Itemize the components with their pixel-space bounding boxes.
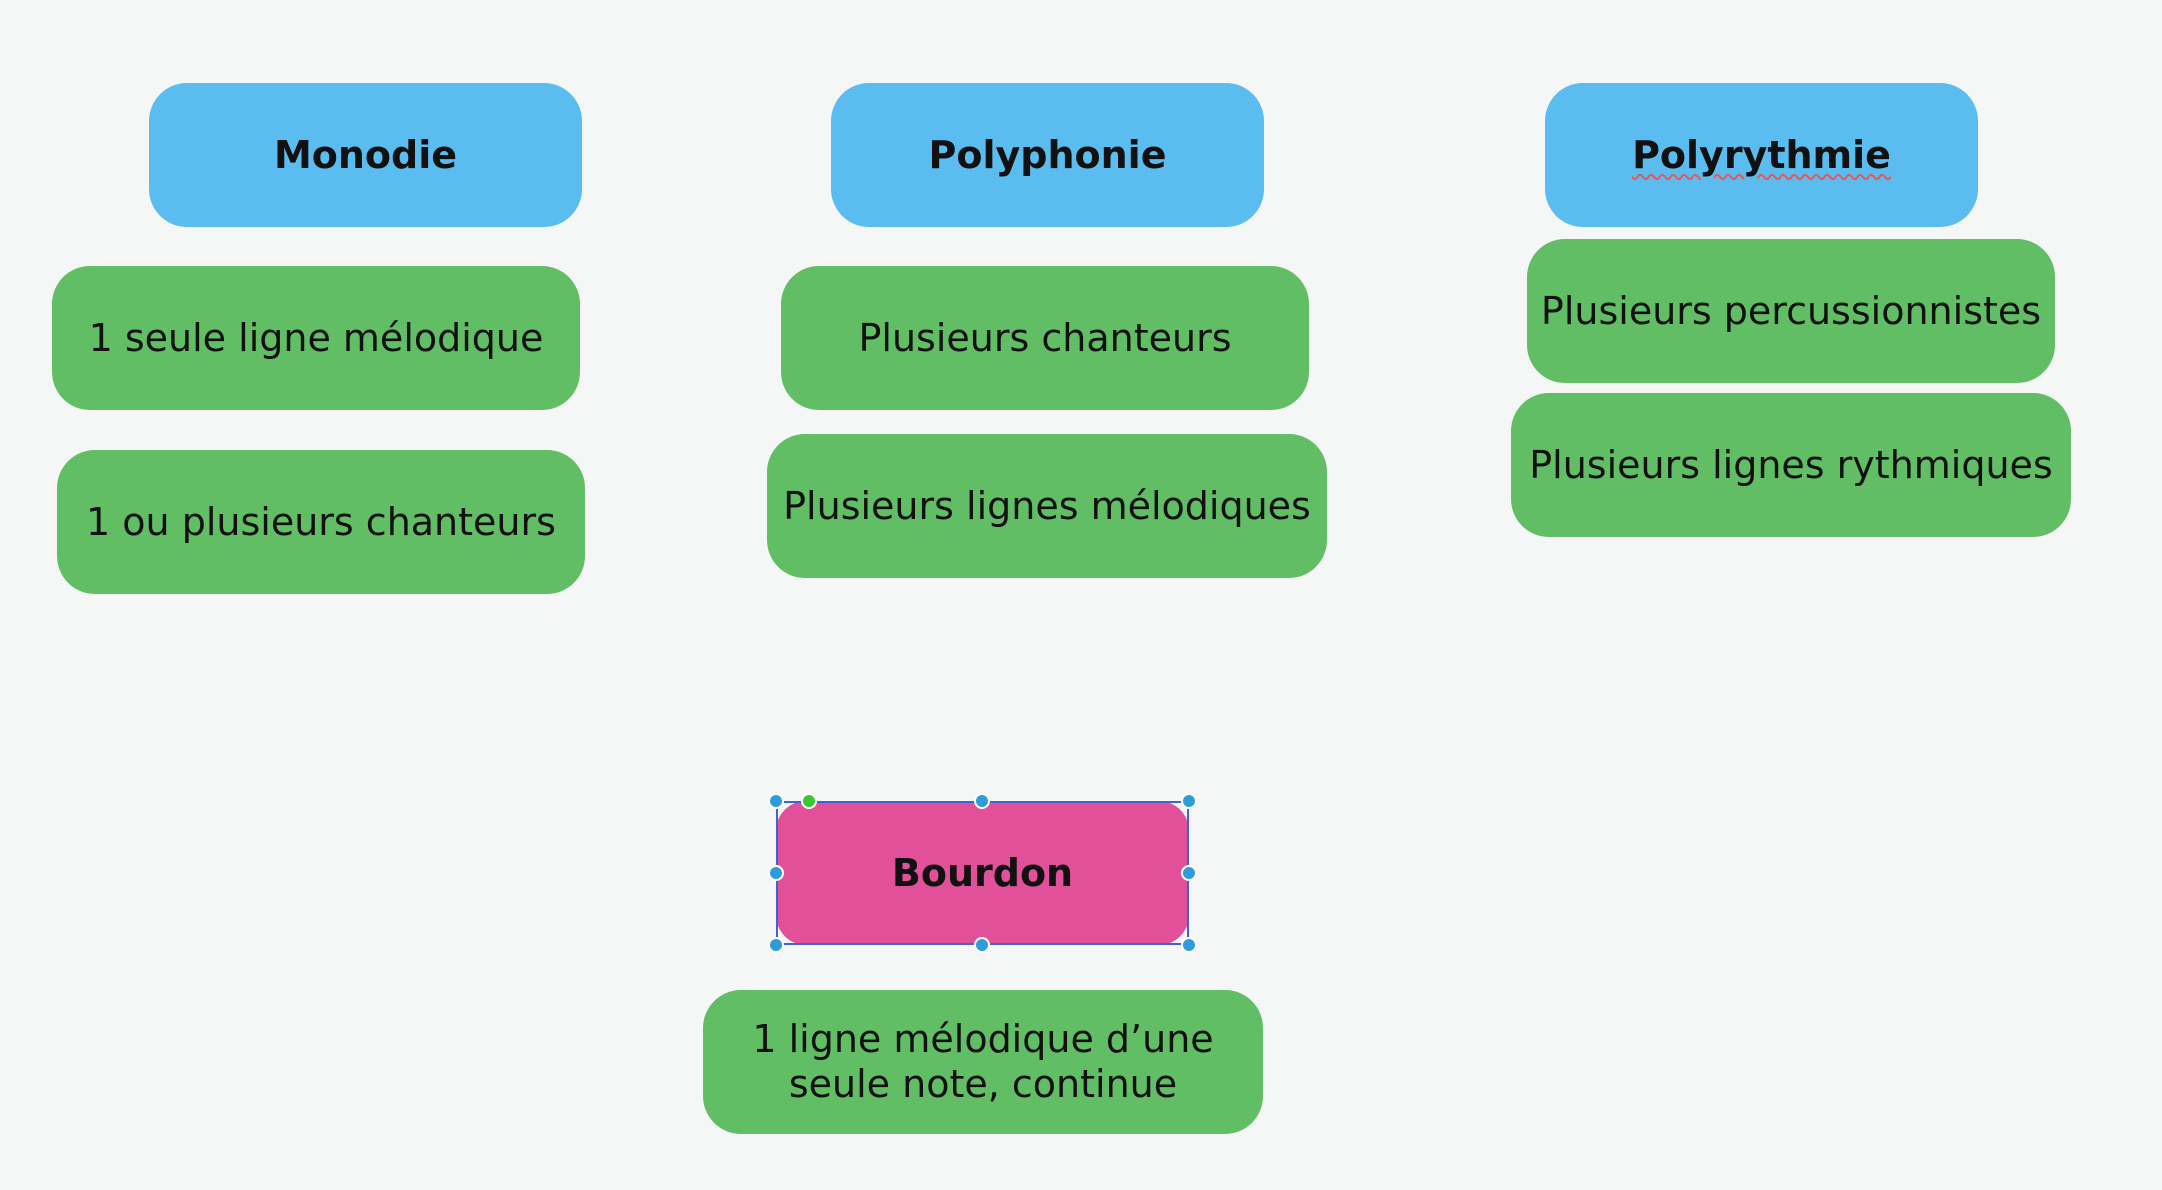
bourdon-description-line-1: 1 ligne mélodique d’une [752,1017,1213,1062]
monodie-item-2: 1 ou plusieurs chanteurs [86,499,556,544]
resize-handle-top-left[interactable] [768,793,784,809]
resize-handle-bottom-left[interactable] [768,937,784,953]
bourdon-title: Bourdon [891,850,1074,895]
resize-handle-bottom[interactable] [974,937,990,953]
resize-handle-bottom-right[interactable] [1181,937,1197,953]
polyphonie-title: Polyphonie [928,132,1167,177]
monodie-title: Monodie [273,132,458,177]
monodie-item-1: 1 seule ligne mélodique [88,315,544,360]
polyrythmie-item-1: Plusieurs percussionnistes [1540,288,2042,333]
bourdon-description-box[interactable]: 1 ligne mélodique d’une seule note, cont… [703,990,1263,1134]
bourdon-description-line-2-text: seule note, continue [788,1062,1178,1106]
polyphonie-item-2-box[interactable]: Plusieurs lignes mélodiques [767,434,1327,578]
monodie-item-2-box[interactable]: 1 ou plusieurs chanteurs [57,450,585,594]
polyrythmie-title: Polyrythmie [1632,132,1891,177]
bourdon-title-box[interactable]: Bourdon [776,801,1189,945]
resize-handle-top-right[interactable] [1181,793,1197,809]
resize-handle-top[interactable] [974,793,990,809]
monodie-item-1-box[interactable]: 1 seule ligne mélodique [52,266,580,410]
polyrythmie-item-2: Plusieurs lignes rythmiques [1529,442,2053,487]
polyrythmie-item-1-box[interactable]: Plusieurs percussionnistes [1527,239,2055,383]
polyphonie-item-1-box[interactable]: Plusieurs chanteurs [781,266,1309,410]
bourdon-description-line-2: seule note, continue [789,1062,1177,1107]
resize-handle-right[interactable] [1181,865,1197,881]
resize-handle-left[interactable] [768,865,784,881]
polyrythmie-item-2-box[interactable]: Plusieurs lignes rythmiques [1511,393,2071,537]
polyphonie-item-2: Plusieurs lignes mélodiques [783,483,1311,528]
rotation-handle[interactable] [801,793,817,809]
polyphonie-title-box[interactable]: Polyphonie [831,83,1264,227]
monodie-title-box[interactable]: Monodie [149,83,582,227]
bourdon-description-line-1-text: 1 ligne mélodique d’une [752,1017,1214,1062]
polyrythmie-title-box[interactable]: Polyrythmie [1545,83,1978,227]
polyphonie-item-1: Plusieurs chanteurs [858,315,1232,360]
